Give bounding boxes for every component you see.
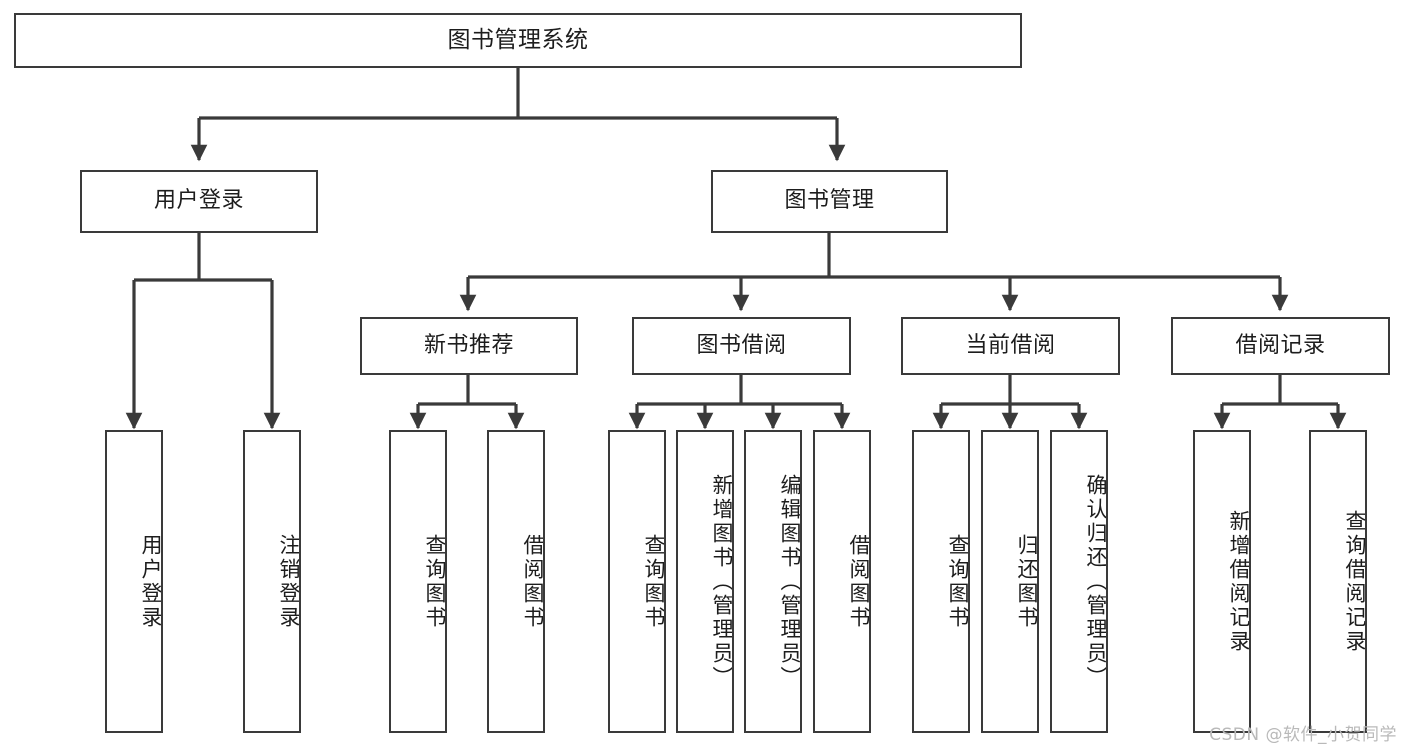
node-borrow-record[interactable]: 借阅记录 xyxy=(1171,317,1390,375)
leaf-current-return-book-label: 归还图书 xyxy=(1015,533,1039,630)
leaf-borrow-query-book-label: 查询图书 xyxy=(642,533,666,630)
leaf-recommend-query-book-label: 查询图书 xyxy=(423,533,447,630)
node-book-borrow[interactable]: 图书借阅 xyxy=(632,317,851,375)
node-book-management[interactable]: 图书管理 xyxy=(711,170,948,233)
node-book-management-label: 图书管理 xyxy=(784,188,875,214)
leaf-record-add-record[interactable]: 新增借阅记录 xyxy=(1193,430,1251,733)
node-user-login[interactable]: 用户登录 xyxy=(80,170,318,233)
leaf-current-query-book-label: 查询图书 xyxy=(946,533,970,630)
leaf-user-login-logout[interactable]: 注销登录 xyxy=(243,430,301,733)
leaf-user-login-login[interactable]: 用户登录 xyxy=(105,430,163,733)
leaf-borrow-borrow-book-label: 借阅图书 xyxy=(847,533,871,630)
node-current-borrow-label: 当前借阅 xyxy=(965,332,1056,358)
leaf-borrow-query-book[interactable]: 查询图书 xyxy=(608,430,666,733)
leaf-current-return-book[interactable]: 归还图书 xyxy=(981,430,1039,733)
leaf-current-confirm-return[interactable]: 确认归还（管理员） xyxy=(1050,430,1108,733)
node-borrow-record-label: 借阅记录 xyxy=(1235,332,1326,358)
leaf-borrow-add-book-label: 新增图书（管理员） xyxy=(710,473,734,690)
leaf-recommend-query-book[interactable]: 查询图书 xyxy=(389,430,447,733)
leaf-current-confirm-return-label: 确认归还（管理员） xyxy=(1084,473,1108,690)
leaf-user-login-login-label: 用户登录 xyxy=(139,533,163,630)
node-book-borrow-label: 图书借阅 xyxy=(696,332,787,358)
leaf-record-query-record-label: 查询借阅记录 xyxy=(1343,509,1367,654)
leaf-borrow-borrow-book[interactable]: 借阅图书 xyxy=(813,430,871,733)
node-new-book-recommend[interactable]: 新书推荐 xyxy=(360,317,578,375)
leaf-current-query-book[interactable]: 查询图书 xyxy=(912,430,970,733)
leaf-record-add-record-label: 新增借阅记录 xyxy=(1227,509,1251,654)
leaf-recommend-borrow-book-label: 借阅图书 xyxy=(521,533,545,630)
node-root[interactable]: 图书管理系统 xyxy=(14,13,1022,68)
leaf-user-login-logout-label: 注销登录 xyxy=(277,533,301,630)
node-user-login-label: 用户登录 xyxy=(153,188,244,214)
leaf-borrow-edit-book[interactable]: 编辑图书（管理员） xyxy=(744,430,802,733)
leaf-borrow-edit-book-label: 编辑图书（管理员） xyxy=(778,473,802,690)
node-current-borrow[interactable]: 当前借阅 xyxy=(901,317,1120,375)
leaf-record-query-record[interactable]: 查询借阅记录 xyxy=(1309,430,1367,733)
node-root-label: 图书管理系统 xyxy=(447,26,589,53)
leaf-recommend-borrow-book[interactable]: 借阅图书 xyxy=(487,430,545,733)
node-new-book-recommend-label: 新书推荐 xyxy=(423,332,514,358)
leaf-borrow-add-book[interactable]: 新增图书（管理员） xyxy=(676,430,734,733)
